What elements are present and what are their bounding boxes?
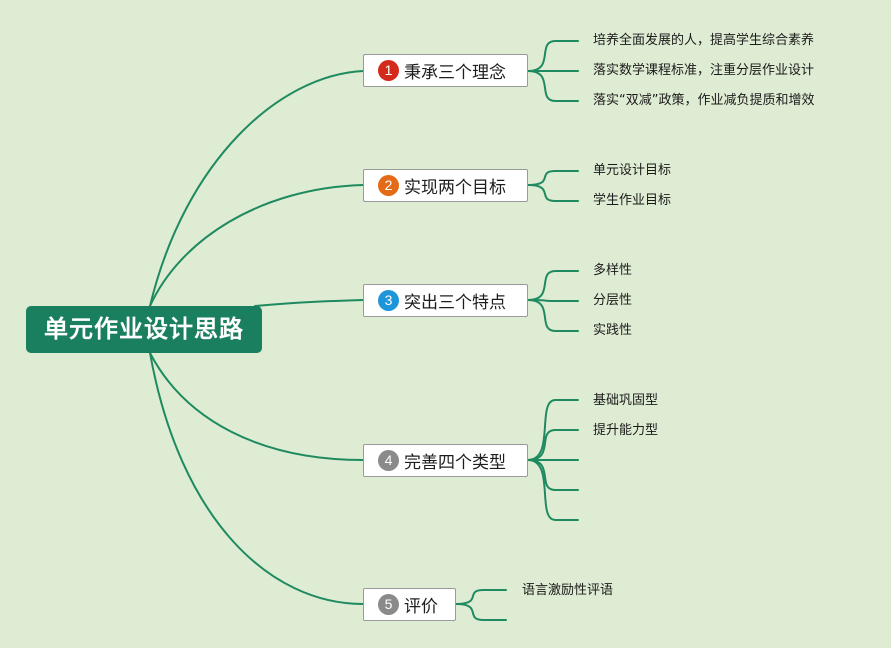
root-node[interactable]: 单元作业设计思路 [26, 306, 262, 353]
branch-label-3: 突出三个特点 [404, 293, 506, 313]
number-badge-4: 4 [378, 450, 399, 471]
leaf-link-5-2 [455, 603, 507, 621]
branch-label-5: 评价 [404, 597, 438, 617]
leaf-1-3[interactable]: 落实“双减”政策，作业减负提质和增效 [593, 93, 815, 108]
leaf-link-1-3 [527, 70, 579, 102]
leaf-link-4-5 [527, 459, 579, 521]
leaf-1-1[interactable]: 培养全面发展的人，提高学生综合素养 [593, 33, 815, 48]
leaf-4-2[interactable]: 提升能力型 [593, 423, 659, 438]
number-badge-2: 2 [378, 175, 399, 196]
root-link-3 [254, 299, 364, 307]
leaf-link-3-3 [527, 299, 579, 332]
number-badge-1: 1 [378, 60, 399, 81]
branch-label-2: 实现两个目标 [404, 178, 506, 198]
number-badge-3: 3 [378, 290, 399, 311]
branch-label-4: 完善四个类型 [404, 453, 506, 473]
leaf-link-2-2 [527, 184, 579, 202]
leaf-link-4-4 [527, 459, 579, 491]
root-link-5 [149, 352, 364, 605]
leaf-link-5-1 [455, 589, 507, 605]
leaf-3-1[interactable]: 多样性 [593, 263, 633, 278]
branch-node-4[interactable]: 4 完善四个类型 [363, 444, 528, 477]
root-link-2 [149, 184, 364, 307]
root-link-1 [149, 70, 364, 307]
branch-node-1[interactable]: 1 秉承三个理念 [363, 54, 528, 87]
number-badge-5: 5 [378, 594, 399, 615]
leaf-link-3-1 [527, 270, 579, 301]
branch-node-2[interactable]: 2 实现两个目标 [363, 169, 528, 202]
branch-label-1: 秉承三个理念 [404, 63, 506, 83]
leaf-2-2[interactable]: 学生作业目标 [593, 193, 672, 208]
leaf-3-2[interactable]: 分层性 [593, 293, 633, 308]
leaf-1-2[interactable]: 落实数学课程标准，注重分层作业设计 [593, 63, 815, 78]
leaf-3-3[interactable]: 实践性 [593, 323, 633, 338]
leaf-2-1[interactable]: 单元设计目标 [593, 163, 672, 178]
leaf-link-1-1 [527, 40, 579, 72]
root-link-4 [149, 352, 364, 461]
leaf-link-2-1 [527, 170, 579, 186]
leaf-link-4-2 [527, 429, 579, 461]
branch-node-5[interactable]: 5 评价 [363, 588, 456, 621]
leaf-4-1[interactable]: 基础巩固型 [593, 393, 659, 408]
leaf-5-1[interactable]: 语言激励性评语 [522, 583, 614, 598]
leaf-link-4-1 [527, 399, 579, 461]
branch-node-3[interactable]: 3 突出三个特点 [363, 284, 528, 317]
